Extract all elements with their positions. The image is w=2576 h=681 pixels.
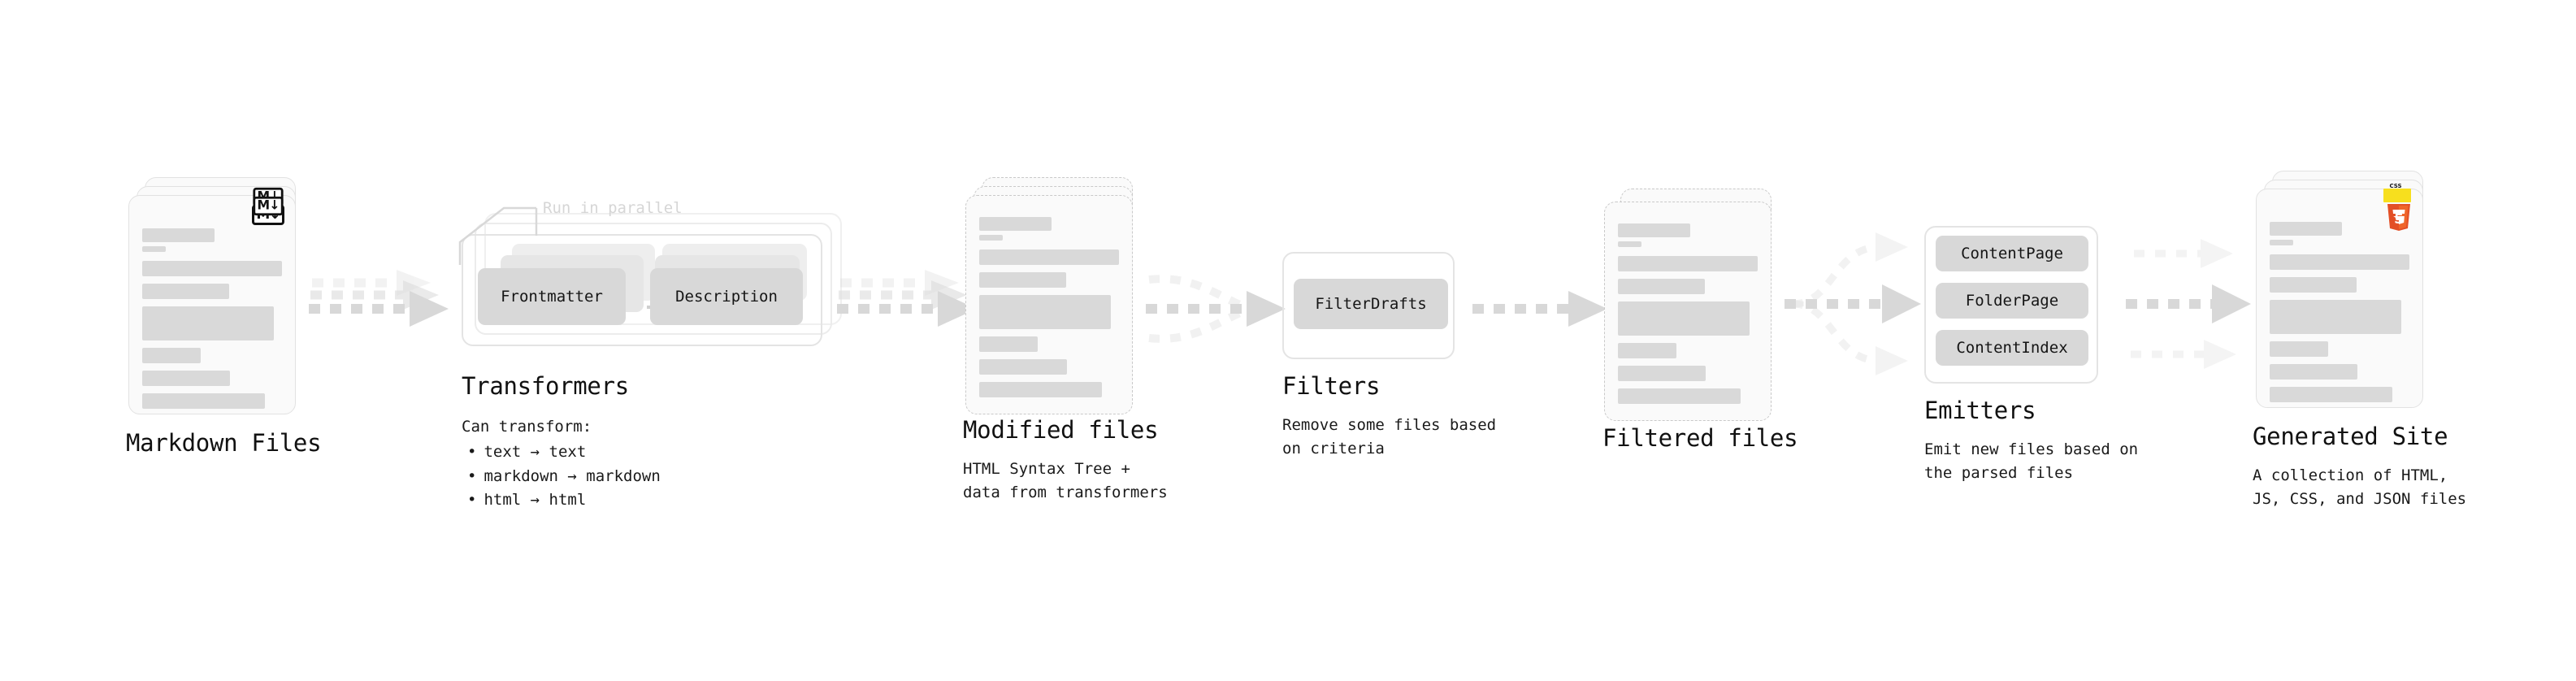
stage-title: Emitters bbox=[1924, 397, 2036, 424]
filtered-files-label: Filtered files bbox=[1602, 424, 1798, 452]
stage-desc: HTML Syntax Tree + data from transformer… bbox=[963, 460, 1168, 502]
contentpage-chip[interactable]: ContentPage bbox=[1936, 236, 2088, 271]
emitters-box bbox=[1924, 226, 2098, 384]
emitters-label: Emitters Emit new files based on the par… bbox=[1924, 397, 2138, 486]
transformer-panel-mid bbox=[475, 223, 832, 335]
contentindex-chip[interactable]: ContentIndex bbox=[1936, 330, 2088, 366]
stage-title: Filters bbox=[1282, 372, 1381, 400]
transform-list: text → text markdown → markdown html → h… bbox=[462, 440, 661, 512]
folderpage-chip[interactable]: FolderPage bbox=[1936, 283, 2088, 319]
filterdrafts-chip[interactable]: FilterDrafts bbox=[1294, 279, 1448, 329]
arrow-markdown-to-transformers bbox=[309, 270, 449, 327]
list-item: text → text bbox=[462, 440, 661, 464]
folderpage-chip-label: FolderPage bbox=[1965, 292, 2059, 310]
doc-front bbox=[965, 195, 1133, 414]
contentpage-chip-label: ContentPage bbox=[1961, 245, 2063, 262]
skeleton-bars bbox=[979, 217, 1119, 405]
stage-desc: Can transform: bbox=[462, 418, 592, 436]
arrow-modified-to-filters bbox=[1146, 275, 1286, 343]
arrow-filters-to-filtered bbox=[1472, 291, 1607, 327]
description-chip-label: Description bbox=[675, 288, 778, 306]
skeleton-bars bbox=[2270, 222, 2409, 410]
markdown-badge-ghost2: M↓ bbox=[253, 196, 284, 216]
run-in-parallel-label: Run in parallel bbox=[543, 199, 683, 217]
stage-title: Generated Site bbox=[2253, 423, 2448, 450]
transformer-panel-front bbox=[462, 234, 822, 346]
filters-box bbox=[1282, 252, 1455, 359]
javascript-badge bbox=[2383, 189, 2411, 202]
stage-title: Markdown Files bbox=[126, 429, 322, 457]
markdown-files-label: Markdown Files bbox=[126, 429, 322, 457]
transformers-label: Transformers Can transform: text → text … bbox=[462, 372, 661, 513]
arrow-emitters-to-site bbox=[2126, 239, 2251, 369]
stage-desc: A collection of HTML, JS, CSS, and JSON … bbox=[2253, 466, 2467, 509]
arrow-filtered-to-emitters bbox=[1785, 232, 1921, 375]
stage-title: Modified files bbox=[963, 416, 1159, 444]
modified-files-label: Modified files HTML Syntax Tree + data f… bbox=[963, 416, 1168, 505]
stage-title: Filtered files bbox=[1602, 424, 1798, 452]
filters-label: Filters Remove some files based on crite… bbox=[1282, 372, 1496, 462]
list-item: markdown → markdown bbox=[462, 465, 660, 488]
frontmatter-chip-label: Frontmatter bbox=[501, 288, 603, 306]
svg-text:CSS: CSS bbox=[2389, 183, 2401, 189]
generated-site-label: Generated Site A collection of HTML, JS,… bbox=[2253, 423, 2466, 512]
doc-front: HTML 5 bbox=[2256, 189, 2423, 408]
frontmatter-chip[interactable]: Frontmatter bbox=[478, 268, 626, 325]
run-in-parallel-bracket bbox=[458, 206, 538, 265]
filterdrafts-chip-label: FilterDrafts bbox=[1315, 295, 1427, 313]
skeleton-bars bbox=[142, 228, 282, 416]
stage-title: Transformers bbox=[462, 372, 629, 400]
arrow-transformers-to-modified bbox=[837, 270, 977, 327]
description-chip[interactable]: Description bbox=[650, 268, 803, 325]
contentindex-chip-label: ContentIndex bbox=[1956, 339, 2068, 357]
doc-front bbox=[1604, 202, 1772, 421]
doc-front: M↓ bbox=[128, 195, 296, 414]
list-item: html → html bbox=[462, 488, 661, 512]
skeleton-bars bbox=[1618, 223, 1758, 411]
stage-desc: Remove some files based on criteria bbox=[1282, 416, 1497, 458]
svg-text:5: 5 bbox=[2394, 211, 2404, 228]
stage-desc: Emit new files based on the parsed files bbox=[1924, 440, 2139, 483]
